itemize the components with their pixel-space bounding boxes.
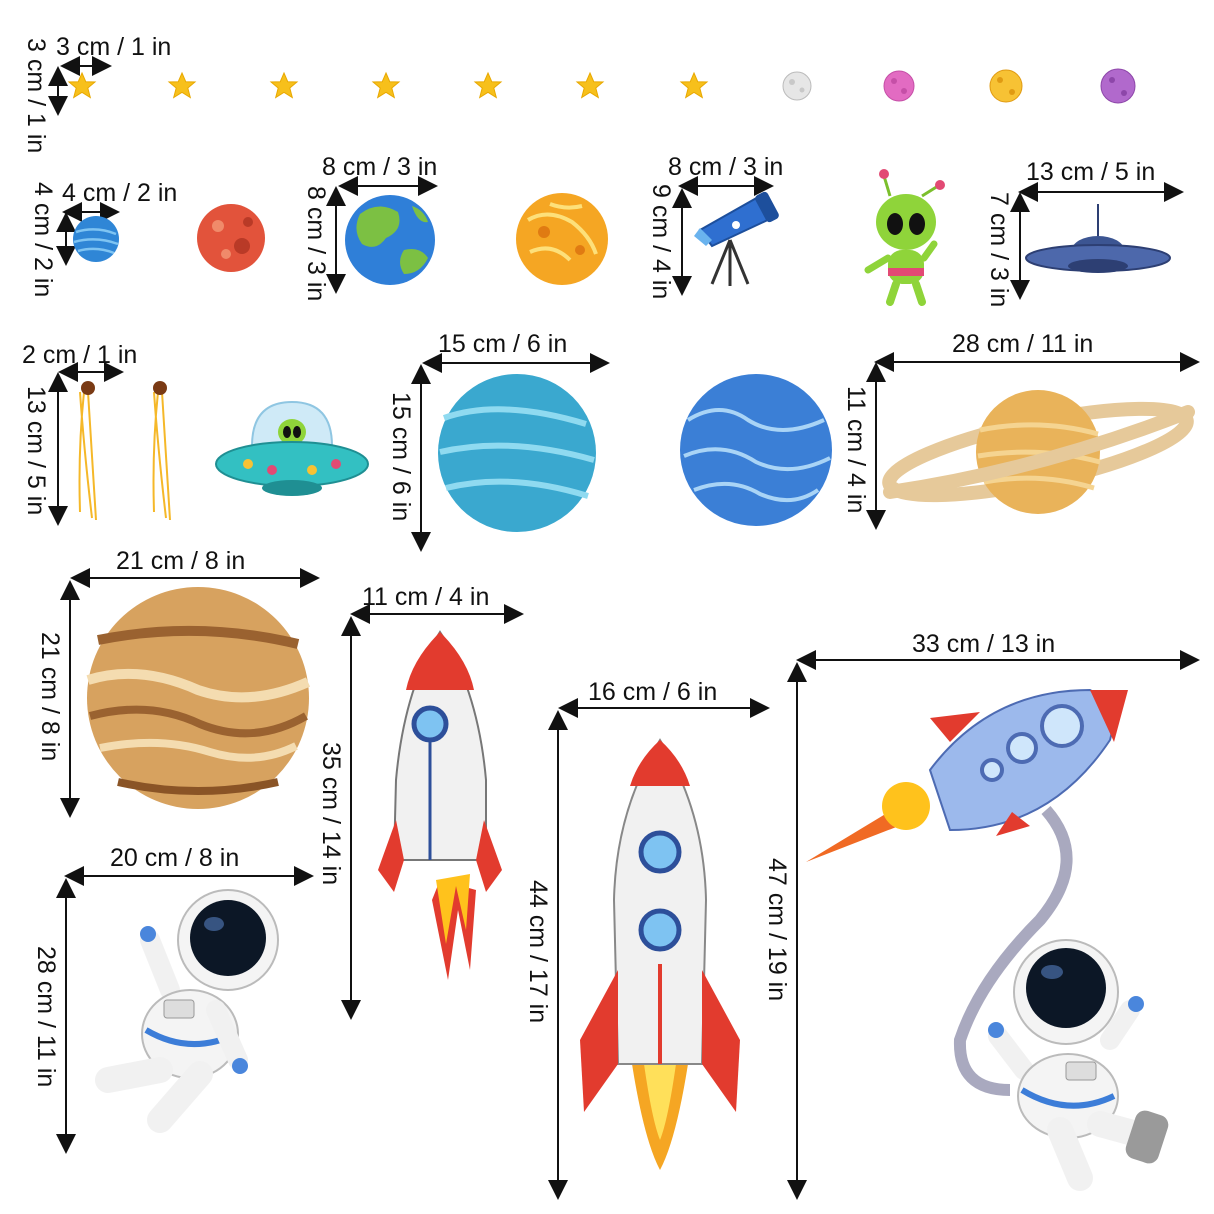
astronaut-height-label: 28 cm / 11 in bbox=[32, 946, 60, 1088]
star-icon bbox=[68, 72, 96, 98]
tether-icon bbox=[953, 806, 1073, 1096]
star-icon bbox=[372, 72, 400, 98]
comet-height-label: 13 cm / 5 in bbox=[22, 386, 50, 516]
small-planet-height-label: 4 cm / 2 in bbox=[29, 182, 57, 298]
combo-height-label: 47 cm / 19 in bbox=[763, 858, 791, 1002]
asteroid-icon bbox=[782, 71, 812, 101]
saturn-height-label: 11 cm / 4 in bbox=[842, 386, 870, 514]
asteroid-icon bbox=[1100, 68, 1136, 104]
asteroid-icon bbox=[989, 69, 1023, 103]
mars-icon bbox=[197, 204, 265, 272]
neptune-icon bbox=[680, 374, 832, 526]
rocket-icon bbox=[378, 630, 502, 980]
ufo-icon bbox=[1025, 204, 1171, 273]
star-icon bbox=[168, 72, 196, 98]
uranus-width-label: 15 cm / 6 in bbox=[438, 330, 568, 358]
alien-icon bbox=[864, 169, 945, 306]
rocket-icon bbox=[806, 688, 1128, 862]
rocket-big-height-label: 44 cm / 17 in bbox=[524, 880, 552, 1024]
telescope-icon bbox=[694, 191, 779, 286]
comet-icon bbox=[78, 381, 97, 521]
rocket-icon bbox=[580, 738, 740, 1170]
jupiter-icon bbox=[86, 587, 311, 809]
star-height-label: 3 cm / 1 in bbox=[22, 38, 50, 154]
star-icon bbox=[680, 72, 708, 98]
star-width-label: 3 cm / 1 in bbox=[56, 33, 172, 61]
earth-width-label: 8 cm / 3 in bbox=[322, 153, 438, 181]
small-planet-blue-icon bbox=[73, 216, 119, 262]
asteroid-icon bbox=[883, 70, 915, 102]
jupiter-height-label: 21 cm / 8 in bbox=[36, 632, 64, 762]
saturn-icon bbox=[882, 390, 1195, 514]
ufo-height-label: 7 cm / 3 in bbox=[985, 192, 1013, 308]
astronaut-icon bbox=[95, 889, 279, 1133]
astronaut-width-label: 20 cm / 8 in bbox=[110, 844, 240, 872]
comet-icon bbox=[152, 381, 171, 521]
rocket-small-height-label: 35 cm / 14 in bbox=[317, 742, 345, 886]
astronaut-icon bbox=[988, 939, 1169, 1191]
telescope-height-label: 9 cm / 4 in bbox=[647, 184, 675, 300]
small-planet-width-label: 4 cm / 2 in bbox=[62, 179, 178, 207]
telescope-width-label: 8 cm / 3 in bbox=[668, 153, 784, 181]
uranus-height-label: 15 cm / 6 in bbox=[387, 392, 415, 522]
comet-width-label: 2 cm / 1 in bbox=[22, 341, 138, 369]
earth-height-label: 8 cm / 3 in bbox=[302, 186, 330, 302]
saturn-width-label: 28 cm / 11 in bbox=[952, 330, 1094, 358]
earth-icon bbox=[345, 195, 435, 285]
venus-icon bbox=[516, 193, 608, 285]
uranus-icon bbox=[438, 374, 596, 532]
rocket-big-width-label: 16 cm / 6 in bbox=[588, 678, 718, 706]
star-icon bbox=[474, 72, 502, 98]
rocket-small-width-label: 11 cm / 4 in bbox=[362, 583, 490, 611]
star-icon bbox=[576, 72, 604, 98]
ufo-width-label: 13 cm / 5 in bbox=[1026, 158, 1156, 186]
jupiter-width-label: 21 cm / 8 in bbox=[116, 547, 246, 575]
combo-width-label: 33 cm / 13 in bbox=[912, 630, 1056, 658]
ufo-alien-icon bbox=[215, 400, 369, 496]
star-icon bbox=[270, 72, 298, 98]
